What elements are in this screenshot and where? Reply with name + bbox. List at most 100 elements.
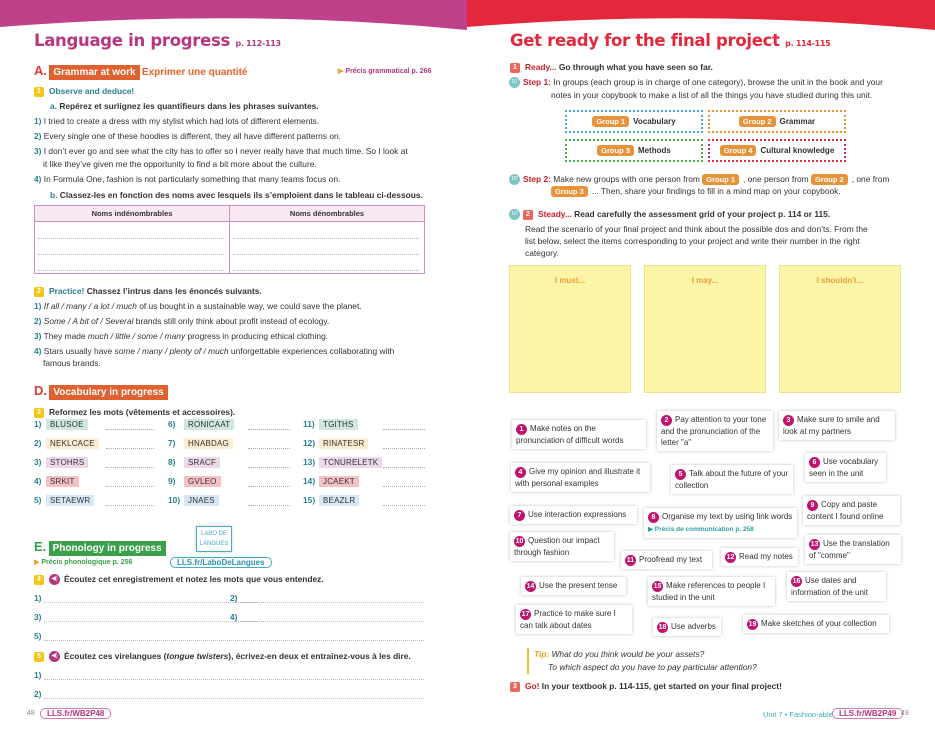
answer-line[interactable]: [106, 429, 154, 430]
answer-line[interactable]: [106, 467, 154, 468]
answer-line[interactable]: [383, 505, 425, 506]
answer-line[interactable]: [248, 448, 290, 449]
answer-line[interactable]: [106, 505, 154, 506]
section-d-header: D. Vocabulary in progress: [34, 383, 168, 401]
answer-line[interactable]: [106, 448, 154, 449]
criterion-text: Talk about the future of your collection: [675, 469, 789, 490]
uncountable-answer-cell[interactable]: [34, 221, 230, 274]
group-category: Vocabulary: [633, 117, 676, 126]
scrambled-word-row: 12)RINATESR: [303, 438, 369, 449]
criterion-text: Read my notes: [739, 552, 793, 561]
answer-line[interactable]: [248, 505, 290, 506]
answer-line[interactable]: [44, 640, 424, 641]
sentence: 1) I tried to create a dress with my sty…: [34, 116, 319, 126]
answer-line[interactable]: [44, 621, 257, 622]
answer-line[interactable]: [383, 486, 425, 487]
blank-number: 3): [34, 612, 42, 622]
criterion-number: 8: [648, 512, 659, 523]
answer-line[interactable]: [248, 467, 290, 468]
grammar-at-work-badge: Grammar at work: [49, 65, 140, 81]
word-number: 13): [303, 457, 316, 467]
practice-item: 2) Some / A bit of / Several brands stil…: [34, 316, 329, 326]
answer-line[interactable]: [44, 679, 424, 680]
scrambled-word-row: 14)JCAEKT: [303, 476, 359, 487]
criterion-text: Use the present tense: [539, 581, 618, 590]
scrambled-word-row: 4)SRKIT: [34, 476, 79, 487]
steady-text-2: list below, select the items correspondi…: [525, 236, 860, 246]
answer-line[interactable]: [240, 602, 424, 603]
answer-line[interactable]: [383, 467, 425, 468]
i-must-box[interactable]: I must...: [509, 265, 631, 393]
left-page-title: Language in progress p. 112-113: [34, 31, 281, 50]
criterion-number: 4: [515, 467, 526, 478]
wb2p49-link[interactable]: LLS.fr/WB2P49: [832, 708, 904, 719]
answer-line[interactable]: [240, 621, 424, 622]
precis-communication-link[interactable]: ▶ Précis de communication p. 258: [648, 526, 754, 533]
timer-icon: 10': [509, 77, 520, 89]
timer-icon: 10': [509, 209, 520, 221]
criterion-number: 14: [525, 581, 536, 592]
criterion-number: 3: [783, 415, 794, 426]
precis-phonologique-link[interactable]: ▶ Précis phonologique p. 256: [34, 559, 133, 566]
criterion-text: Use vocabulary seen in the unit: [809, 457, 879, 478]
word-number: 5): [34, 495, 42, 505]
blank-number: 4): [230, 612, 238, 622]
scrambled-word: JCAEKT: [319, 476, 359, 487]
speaker-icon: ◀): [49, 651, 60, 663]
answer-line[interactable]: [383, 429, 425, 430]
item-text: They made: [43, 331, 88, 341]
i-may-box[interactable]: I may...: [644, 265, 766, 393]
item-text: progress in producing ethical clothing.: [185, 331, 329, 341]
wb2p48-link[interactable]: LLS.fr/WB2P48: [40, 708, 112, 719]
scrambled-word: NEKLCACE: [46, 438, 99, 449]
answer-line[interactable]: [248, 429, 290, 430]
steady-text-1: Read the scenario of your final project …: [525, 224, 868, 234]
answer-line[interactable]: [248, 486, 290, 487]
word-number: 10): [168, 495, 181, 505]
step-1: 10'Step 1: In groups (each group is in c…: [509, 77, 883, 89]
item-number: 3): [34, 331, 42, 341]
criterion-text: Pay attention to your tone and the pronu…: [661, 415, 767, 447]
step-1-line-2: notes in your copybook to make a list of…: [551, 90, 873, 100]
answer-line[interactable]: [106, 486, 154, 487]
scrambled-word: BEAZLR: [319, 495, 360, 506]
right-page-banner: [467, 0, 935, 30]
criterion-text: Make sketches of your collection: [761, 619, 877, 628]
scrambled-word: SETAEWR: [46, 495, 95, 506]
criterion-number: 19: [747, 619, 758, 630]
criterion-number: 18: [657, 622, 668, 633]
word-number: 12): [303, 438, 316, 448]
labo-de-langues-link[interactable]: LLS.fr/LaboDeLangues: [170, 557, 272, 568]
countable-answer-cell[interactable]: [229, 221, 425, 274]
answer-line[interactable]: [44, 602, 257, 603]
answer-line[interactable]: [383, 448, 425, 449]
scrambled-word: RONICAAT: [184, 419, 235, 430]
answer-line[interactable]: [44, 698, 424, 699]
blank-number: 1): [34, 593, 42, 603]
precis-grammatical-link[interactable]: ▶ Précis grammatical p. 266: [338, 68, 432, 75]
scrambled-word-row: 10)JNAES: [168, 495, 219, 506]
i-shouldnt-box[interactable]: I shouldn't...: [779, 265, 901, 393]
scrambled-word-row: 5) SETAEWR: [34, 495, 95, 506]
